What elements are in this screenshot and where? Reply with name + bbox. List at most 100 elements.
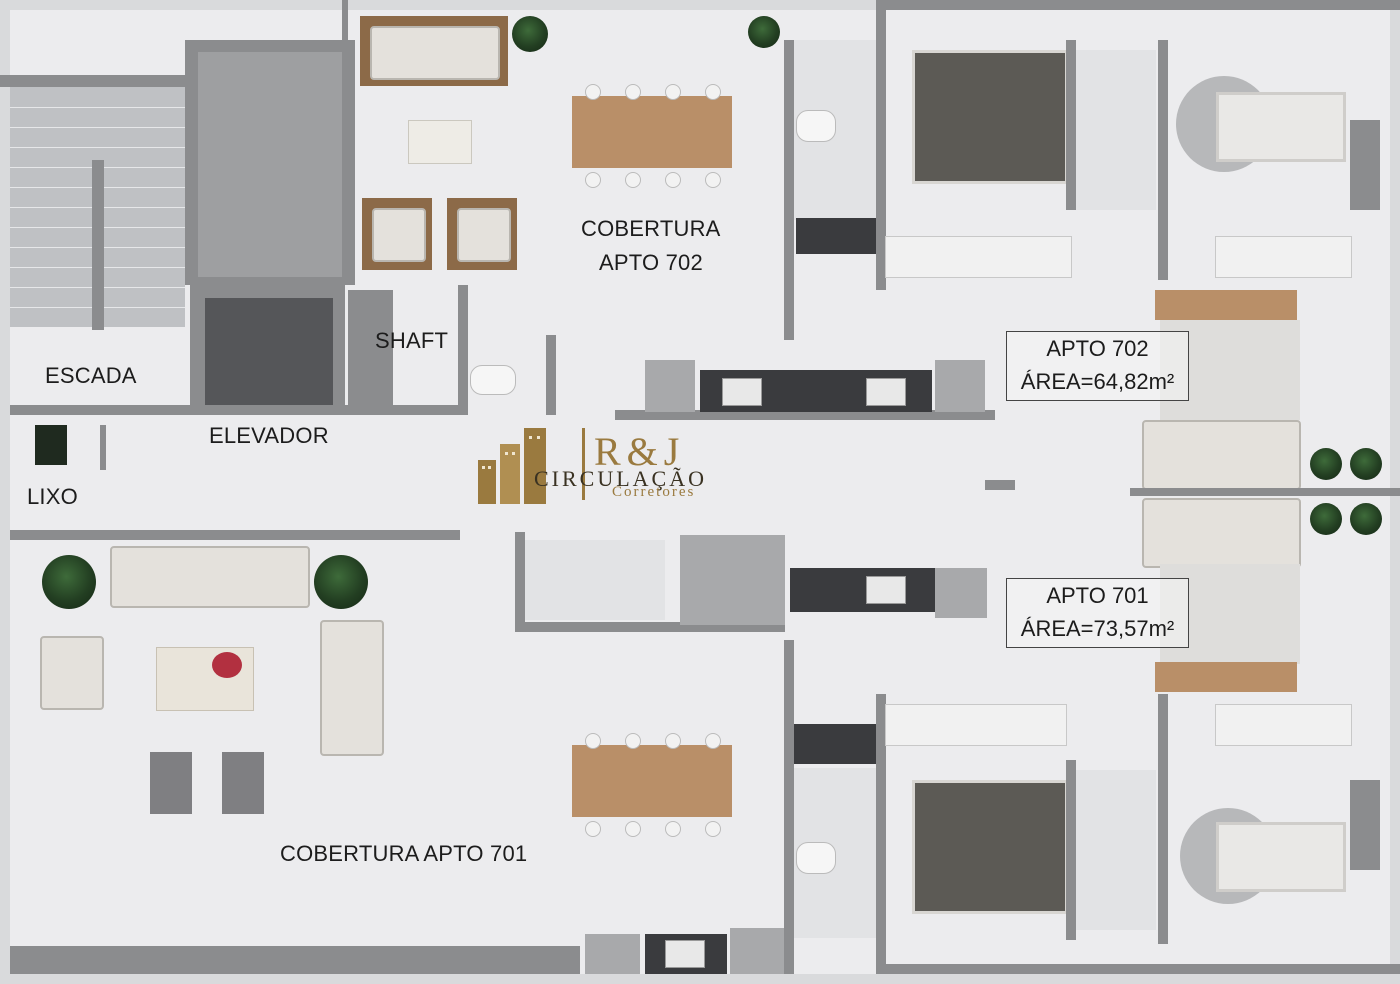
bottom-wall [10,946,580,974]
armchair-702-1-seat [372,208,426,262]
bath-701 [525,540,665,620]
flowers-701 [212,652,242,678]
bed-701-2 [1216,822,1346,892]
corridor-wall-bottom [10,530,460,540]
sofa-702-cushion [370,26,500,80]
cabinet-bottom [730,928,785,974]
fridge-bottom [585,934,640,974]
plant-701-1 [42,555,96,609]
armchair-702-2-seat [457,208,511,262]
plant-right-1 [1310,448,1342,480]
lixo-wall [100,425,106,470]
chair-701 [585,733,601,749]
label-cobertura-702-line2: APTO 702 [599,250,703,275]
wardrobe-702-2 [1215,236,1352,278]
elevator-top-inner [198,52,343,277]
wardrobe-701-2 [1215,704,1352,746]
bed1-702-wall [876,0,886,290]
apt701-wall-bottom [878,964,1400,974]
bed-701-1 [912,780,1068,914]
apto-702-area-box: APTO 702 ÁREA=64,82m² [1006,331,1189,401]
bed-702-1 [912,50,1068,184]
bath-701-c [1076,770,1156,930]
apto-702-title: APTO 702 [1046,336,1149,361]
fridge-701 [680,535,785,625]
elevator-cab [205,298,333,408]
stair-rail [92,160,104,330]
corridor-wall-right [985,480,1015,490]
tv-unit-702 [1155,290,1297,320]
bed2-701-wall [1158,694,1168,944]
apt702-wall-right [1350,120,1380,210]
cabinet-701 [935,568,987,618]
lounger-701 [40,636,104,710]
sink-bottom [665,940,705,968]
plant-right-4 [1350,503,1382,535]
label-escada: ESCADA [45,363,137,388]
sofa-apt701 [1142,498,1301,568]
bath-701-bottom [515,622,785,632]
chair-702 [585,84,601,100]
chair-702 [625,84,641,100]
chair-701 [705,821,721,837]
apto-702-area: ÁREA=64,82m² [1020,369,1175,394]
wardrobe-702-1 [885,236,1072,278]
label-cobertura-702-line1: COBERTURA [581,216,721,241]
plant-right-3 [1310,503,1342,535]
toilet-701-b [796,842,836,874]
plant-702-2 [748,16,780,48]
core-wall-top [0,75,190,87]
core-wall-bottom [10,405,460,415]
chair-702 [585,172,601,188]
chair-701 [625,821,641,837]
apt-divider [1130,488,1400,496]
chair-701 [665,821,681,837]
logo-divider [582,428,585,500]
trash-bin [35,425,67,465]
laundry-702 [796,218,876,254]
chair-702 [705,172,721,188]
kitchen-counter-701 [790,568,935,612]
bath-702-2-wall [1066,40,1076,210]
bed2-702-wall [1158,40,1168,280]
chair-701-2 [222,752,264,814]
corridor-wall-top [615,410,995,420]
coffee-table-702 [408,120,472,164]
apt701-wall-left [784,640,794,974]
wardrobe-701-1 [885,704,1067,746]
apto-701-area-box: APTO 701 ÁREA=73,57m² [1006,578,1189,648]
logo-brand: R&J [594,429,686,474]
cob702-wall-right [784,40,794,340]
sink-702-b [866,378,906,406]
tv-unit-701 [1155,662,1297,692]
cob702-wall-left [342,0,348,285]
chair-702 [665,172,681,188]
apt702-wall-top [878,0,1400,10]
bath-701-wall [515,532,525,632]
wc-core-wall-right [546,335,556,415]
plant-701-2 [314,555,368,609]
fridge-702 [645,360,695,412]
logo-line1: CIRCULAÇÃO [534,466,708,491]
shaft-block [348,290,393,410]
sink-701 [866,576,906,604]
chair-701 [585,821,601,837]
sofa-apt702 [1142,420,1301,490]
chair-702 [625,172,641,188]
bath-701-c-wall [1066,760,1076,940]
wc-core-toilet [470,365,516,395]
chair-701-1 [150,752,192,814]
dining-table-701 [572,745,732,817]
cabinet-702 [935,360,985,412]
logo-line2: Corretores [612,484,696,500]
label-elevador: ELEVADOR [209,423,329,448]
bed-702-2 [1216,92,1346,162]
toilet-702-1 [796,110,836,142]
logo-building-icon [476,426,566,504]
bath-702-2 [1076,50,1156,210]
wc-core-wall [458,285,468,415]
plant-702-1 [512,16,548,52]
bed1-701-wall [876,694,886,974]
laundry-701 [794,724,876,764]
